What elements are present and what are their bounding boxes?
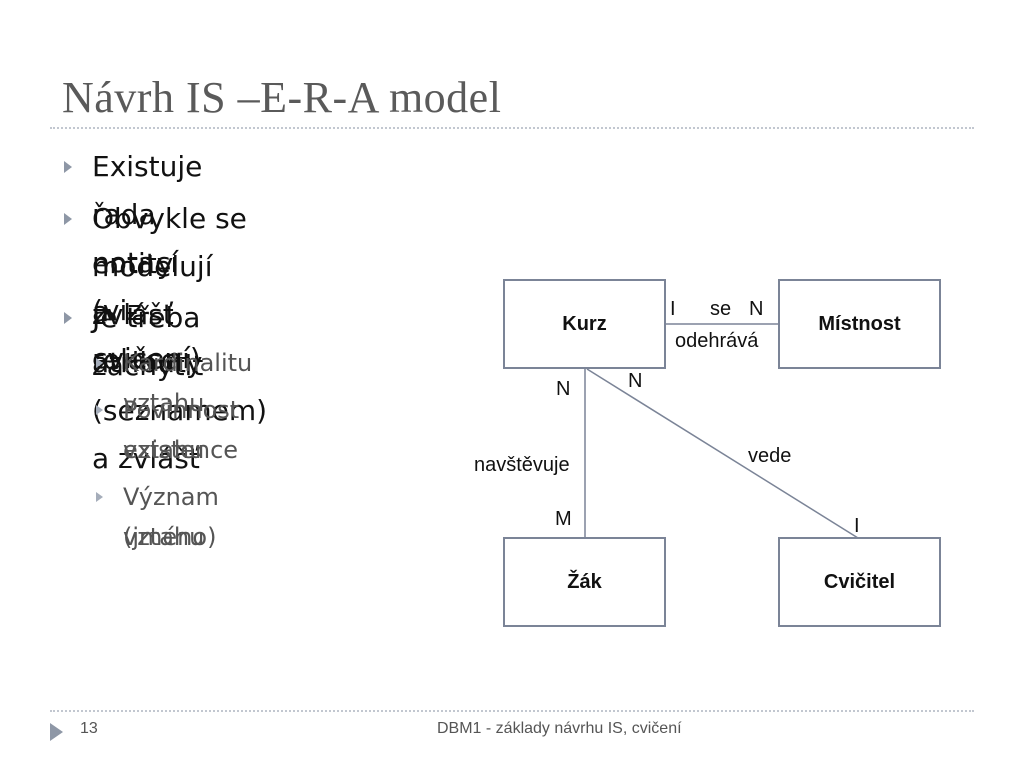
slide-title: Návrh IS –E-R-A model: [62, 73, 502, 122]
relationship-name-label: navštěvuje: [474, 454, 570, 476]
triangle-right-icon: [50, 723, 63, 741]
subbullet-item-continuation: vztahu: [123, 523, 205, 551]
subbullet-item: Povinnost existence: [123, 396, 240, 464]
subbullet-arrow-icon: [96, 405, 103, 415]
bullet-item-continuation: entity a relace: [92, 247, 178, 376]
entity-kurz: Kurz: [503, 279, 666, 369]
entity-zak: Žák: [503, 537, 666, 627]
cardinality-label: N: [628, 370, 643, 392]
subbullet-arrow-icon: [96, 358, 103, 368]
footer-text: DBM1 - základy návrhu IS, cvičení: [437, 720, 682, 737]
bullet-arrow-icon: [64, 312, 72, 324]
entity-cvicitel: Cvičitel: [778, 537, 941, 627]
cardinality-label: M: [555, 508, 572, 530]
cardinality-label: N: [556, 378, 571, 400]
page-number: 13: [80, 720, 98, 737]
title-divider: [50, 127, 974, 129]
subbullet-item: Význam (jméno): [123, 483, 219, 551]
relationship-name-label: vede: [748, 445, 792, 467]
line-kurz-cvicitel: [586, 368, 859, 539]
relationship-name-label: odehrává: [675, 330, 759, 352]
bullet-item: Obvykle se modelují zvlášť atributy (sez…: [92, 202, 268, 475]
relationship-name-label: se: [710, 298, 732, 320]
cardinality-label: I: [670, 298, 676, 320]
subbullet-arrow-icon: [96, 492, 103, 502]
footer-divider: [50, 710, 974, 712]
entity-mistnost: Místnost: [778, 279, 941, 369]
subbullet-item: Kardinalitu vztahu: [123, 349, 253, 417]
bullet-arrow-icon: [64, 213, 72, 225]
subbullet-item-continuation: vztahu: [123, 436, 205, 464]
bullet-arrow-icon: [64, 161, 72, 173]
cardinality-label: I: [854, 515, 860, 537]
bullet-item: Existuje řada notací (viz cvičení): [92, 150, 203, 375]
bullet-item: Je třeba zachytit: [92, 301, 204, 382]
cardinality-label: N: [749, 298, 764, 320]
